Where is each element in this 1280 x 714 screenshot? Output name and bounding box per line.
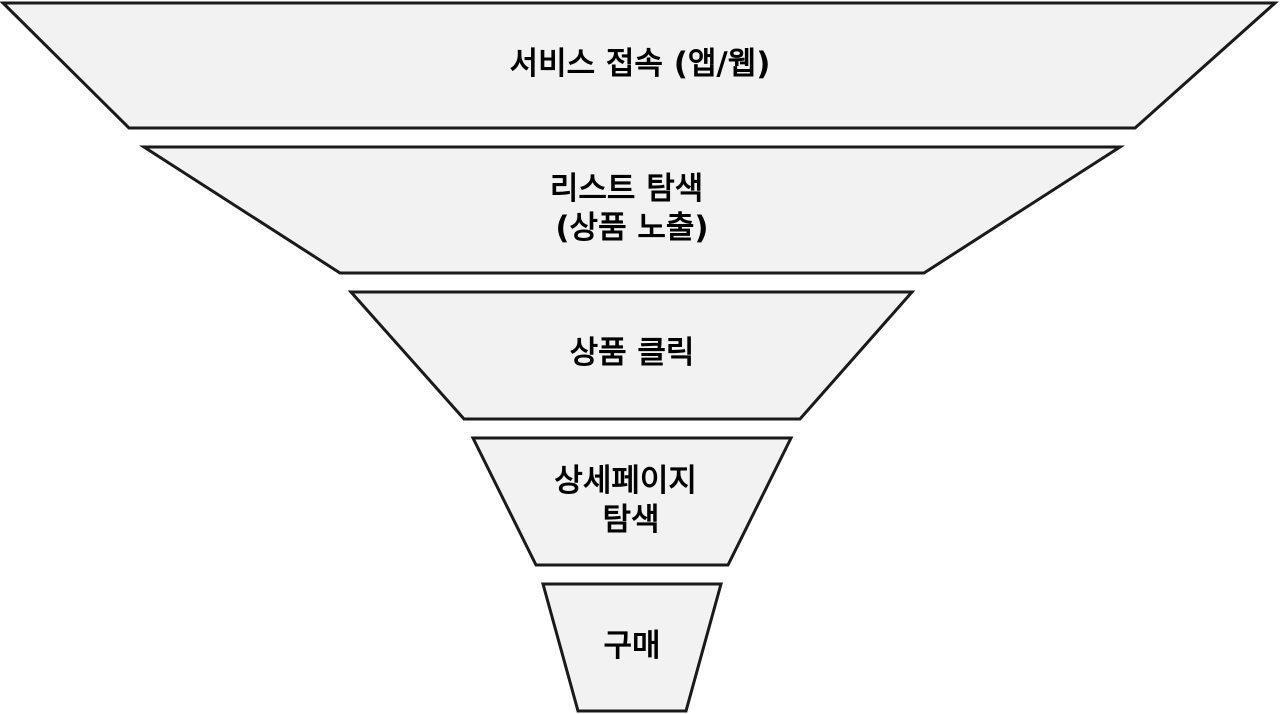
funnel-stage-label: 상세페이지 탐색 <box>554 463 707 538</box>
funnel-stage-shape <box>470 436 794 567</box>
funnel-stage-label-line: 구매 <box>603 628 660 664</box>
funnel-stage-label-line: 상품 클릭 <box>570 335 695 371</box>
funnel-stage-list-browse: 리스트 탐색 (상품 노출) <box>138 145 1126 275</box>
funnel-stage-service-access: 서비스 접속 (앱/웹) <box>0 1 1279 130</box>
funnel-stage-detail-browse: 상세페이지 탐색 <box>470 436 794 567</box>
funnel-stage-label-line: 서비스 접속 (앱/웹) <box>510 46 771 82</box>
funnel-stage-label-line: (상품 노출) <box>555 210 708 246</box>
funnel-stage-purchase: 구매 <box>541 582 723 713</box>
funnel-stage-label-line: 리스트 탐색 <box>550 171 703 207</box>
funnel-stage-label: 상품 클릭 <box>570 335 695 371</box>
funnel-stage-shape <box>541 582 723 713</box>
funnel-stage-product-click: 상품 클릭 <box>347 290 916 421</box>
funnel-stage-shape <box>0 1 1279 130</box>
funnel-stage-label: 구매 <box>603 628 660 664</box>
funnel-stage-label-line: 탐색 <box>602 502 659 538</box>
funnel-stage-shape <box>347 290 916 421</box>
funnel-stage-label: 리스트 탐색 (상품 노출) <box>550 171 714 246</box>
funnel-stage-shape <box>138 145 1126 275</box>
funnel-stage-label-line: 상세페이지 <box>554 463 697 499</box>
funnel-stage-label: 서비스 접속 (앱/웹) <box>510 46 771 82</box>
